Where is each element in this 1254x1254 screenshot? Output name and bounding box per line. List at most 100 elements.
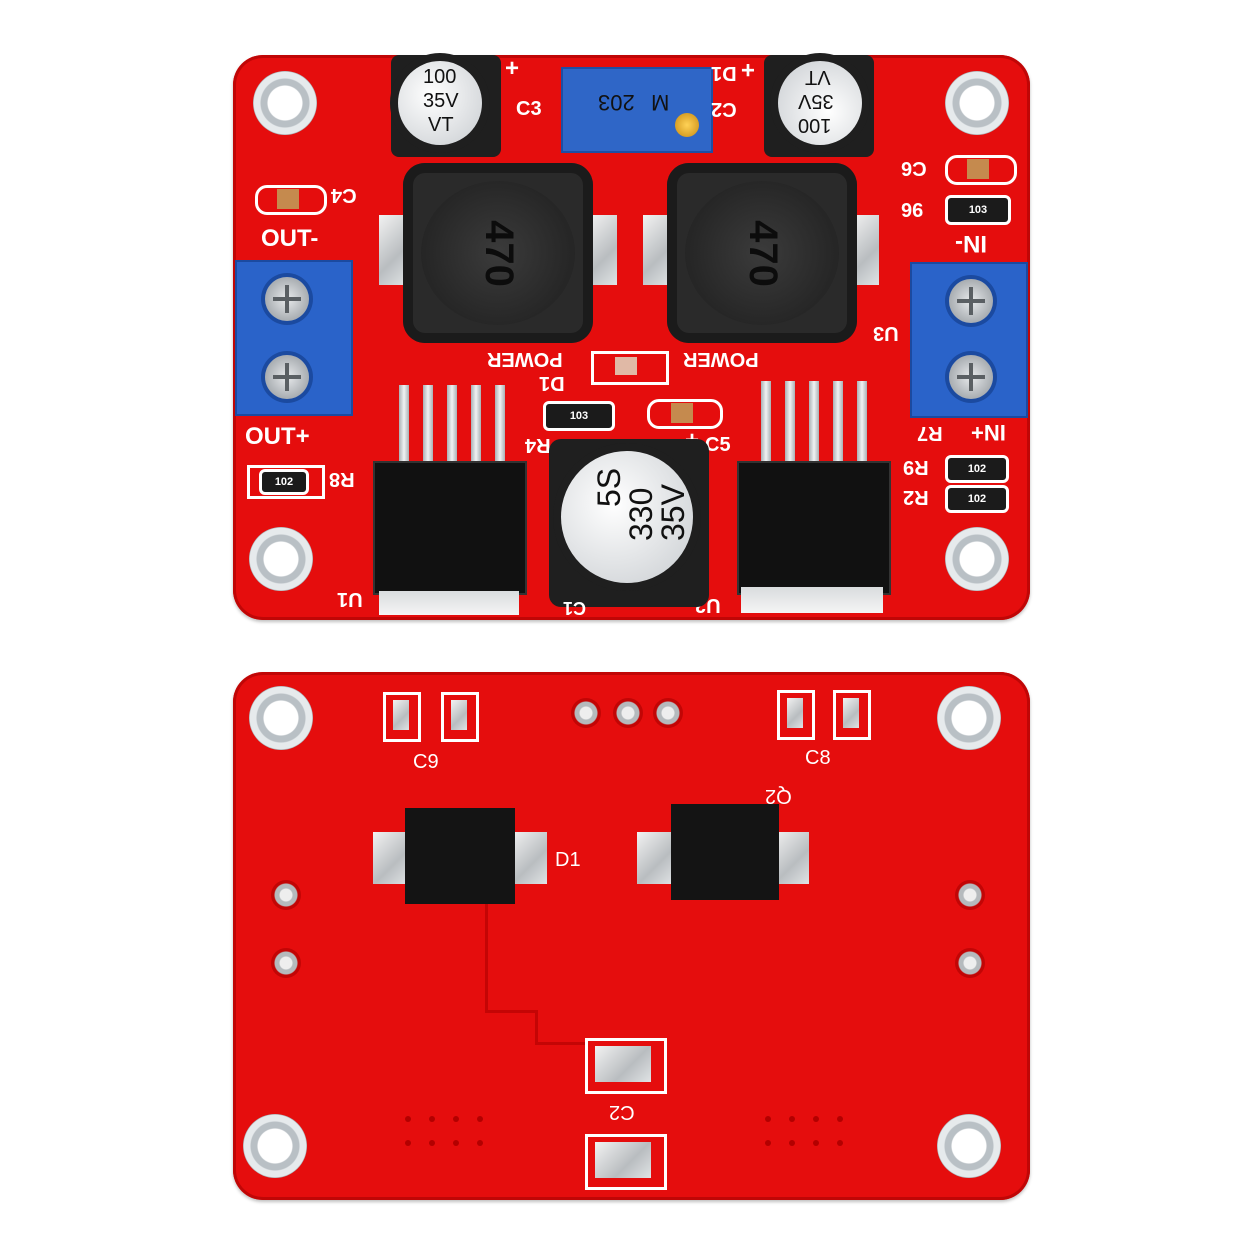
label-r2: R2 [903,486,929,508]
resistor-r96: 103 [945,195,1011,225]
mounting-hole [937,686,1001,750]
pot-label: 203 [598,90,635,115]
label-out-plus: OUT+ [245,423,310,450]
regulator-u2 [737,461,891,595]
u1-leg [399,385,409,465]
through-hole [955,880,985,910]
mounting-hole [243,1114,307,1178]
label-c9: C9 [413,751,439,773]
inductor-right: 470 [667,163,857,343]
inductor-pad [379,215,407,285]
transistor-q2 [671,804,779,900]
inductor-left-core: 470 [421,181,575,325]
pot-pin [653,698,683,728]
label-c5: C5 [705,434,731,456]
via [789,1116,795,1122]
mounting-hole [937,1114,1001,1178]
d1-pad [373,832,409,884]
power-led [615,357,637,375]
resistor-r8: 102 [259,469,309,495]
resistor-r2: 102 [945,485,1009,513]
q2-pad [773,832,809,884]
label-c6: C6 [901,157,927,179]
big-cap-line1: 5S [591,467,627,507]
through-hole [271,880,301,910]
resistor-r2-value: 102 [967,493,987,505]
via [837,1116,843,1122]
label-r4: R4 [525,434,551,456]
diode-d1 [405,808,515,904]
via [813,1116,819,1122]
u2-leg [785,381,795,465]
label-q2: Q2 [765,785,792,807]
q2-pad [637,832,673,884]
ceramic-cap-c5 [671,403,693,423]
screw-in-minus[interactable] [949,279,993,323]
label-r8: R8 [329,468,355,490]
c8-pad [787,698,803,728]
capacitor-c1-top [561,451,693,583]
label-power-left: POWER [487,348,563,370]
via [765,1140,771,1146]
screw-in-plus[interactable] [949,355,993,399]
label-d1: D1 [555,849,581,871]
label-d1-top: D1 [711,62,737,84]
cap-c3-line3: VT [428,114,454,136]
label-out-minus: OUT- [261,225,319,252]
label-c8: C8 [805,747,831,769]
c4-outline [255,185,327,215]
label-u3: U3 [873,322,899,344]
inductor-left-value: 470 [476,219,521,287]
pcb-trace [535,1042,585,1045]
resistor-r9: 102 [945,455,1009,483]
u2-tab [741,587,883,613]
u2-leg [809,381,819,465]
mounting-hole [253,71,317,135]
mounting-hole [945,71,1009,135]
mounting-hole [249,686,313,750]
c5-outline [647,399,723,429]
pot-pin [571,698,601,728]
c2-outline-bottom [585,1134,667,1190]
c9-pad [451,700,467,730]
label-plus-left: + [505,55,520,82]
resistor-r4: 103 [543,401,615,431]
c8-pad [843,698,859,728]
c9-outline-left [383,692,421,742]
resistor-r9-value: 102 [967,463,987,475]
via [789,1140,795,1146]
label-r96: 96 [901,198,924,220]
c8-outline-right [833,690,871,740]
pot-pin [613,698,643,728]
c8-outline-left [777,690,815,740]
label-c2-back: C2 [609,1101,635,1123]
cap-c2-line3: VT [805,66,831,88]
resistor-r8-value: 102 [274,476,294,488]
label-in-minus: IN- [955,230,987,257]
u2-leg [833,381,843,465]
label-u1: U1 [337,588,363,610]
pot-adjust-screw[interactable] [675,113,699,137]
label-r7: R7 [917,422,943,444]
inductor-pad [589,215,617,285]
regulator-u1 [373,461,527,595]
screw-out-plus[interactable] [265,355,309,399]
u1-leg [423,385,433,465]
pot-mark: M [651,90,670,115]
u1-tab [379,591,519,615]
via [405,1140,411,1146]
pcb-trace [485,904,488,1012]
label-c1: C1 [563,598,587,618]
c9-pad [393,700,409,730]
inductor-pad [643,215,671,285]
via [453,1140,459,1146]
label-r9: R9 [903,456,929,478]
via [429,1140,435,1146]
u1-leg [447,385,457,465]
u2-leg [761,381,771,465]
capacitor-c3-top [398,61,482,145]
label-in-plus: IN+ [971,420,1006,445]
screw-out-minus[interactable] [265,277,309,321]
potentiometer[interactable] [561,67,713,153]
label-c2: C2 [711,98,737,120]
